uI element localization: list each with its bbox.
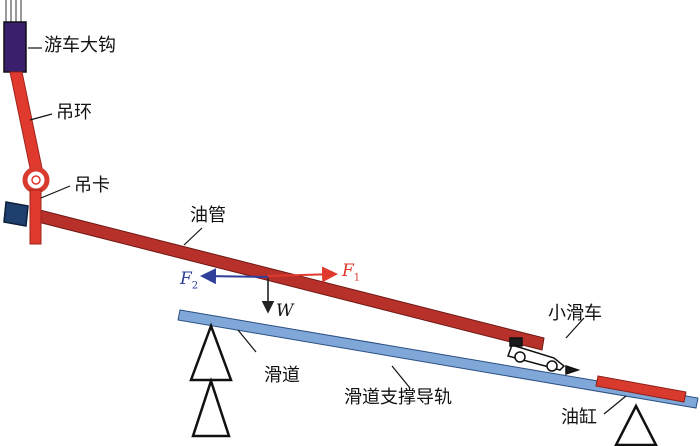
right-support bbox=[614, 403, 658, 446]
label-bail: 吊环 bbox=[56, 102, 92, 123]
label-guide-rail: 滑道支撑导轨 bbox=[344, 387, 452, 408]
elevator-ring bbox=[22, 166, 50, 194]
hydraulic-cylinder bbox=[595, 375, 687, 403]
label-force-f1: F1 bbox=[342, 261, 361, 284]
leader-lines bbox=[28, 47, 627, 415]
label-trolley: 小滑车 bbox=[548, 303, 602, 324]
force-f2-arrow bbox=[200, 268, 269, 285]
left-support bbox=[189, 322, 233, 438]
label-elevator: 吊卡 bbox=[74, 175, 110, 196]
elevator-body bbox=[29, 189, 42, 245]
label-pipe: 油管 bbox=[190, 205, 226, 226]
label-hook: 游车大钩 bbox=[44, 35, 116, 56]
hook-cables bbox=[5, 0, 22, 22]
label-cylinder: 油缸 bbox=[561, 407, 597, 428]
force-f1-arrow bbox=[267, 266, 338, 283]
trolley bbox=[507, 337, 581, 376]
slide-rail bbox=[177, 309, 699, 409]
elevator-block bbox=[3, 201, 29, 227]
label-force-f2: F2 bbox=[180, 269, 199, 292]
bail bbox=[9, 71, 43, 169]
label-force-w: W bbox=[276, 301, 294, 321]
traveling-block bbox=[3, 21, 27, 73]
label-slide: 滑道 bbox=[264, 365, 300, 386]
